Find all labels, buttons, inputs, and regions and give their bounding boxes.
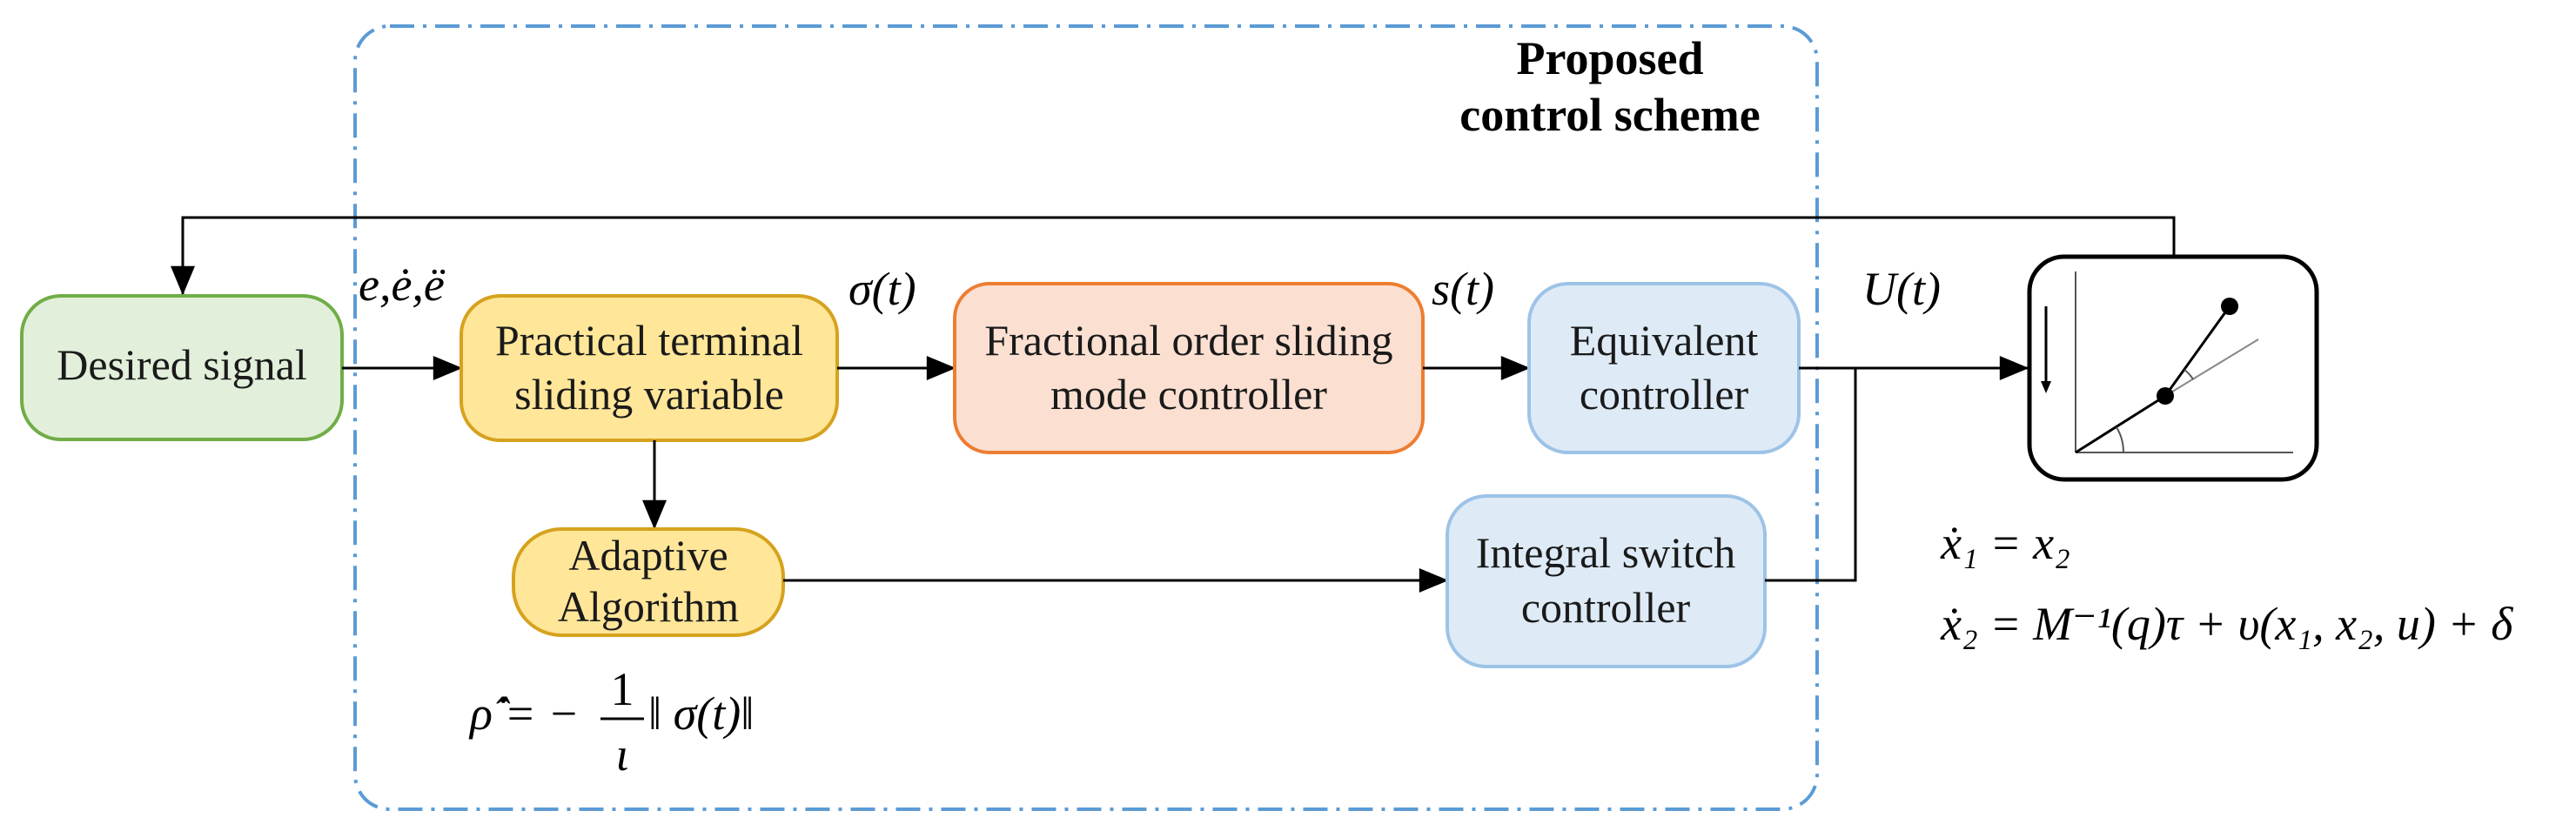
scheme-title-line2: control scheme [1459, 89, 1760, 141]
equivalent-label-line2: controller [1580, 370, 1749, 419]
svg-text:ρ̂̇ = −: ρ̂̇ = − [468, 687, 580, 740]
feedback-line [171, 216, 2176, 296]
ptsv-label-line2: sliding variable [514, 370, 784, 419]
proposed-scheme-boundary [353, 24, 1819, 811]
adaptive-law-equation: ρ̂̇ = − 1 ι ‖ σ(t)‖ [468, 663, 754, 781]
equivalent-label-line1: Equivalent [1570, 316, 1759, 365]
plant-block [2027, 254, 2319, 482]
adaptive-label-line2: Algorithm [558, 582, 739, 631]
scheme-title-line1: Proposed [1516, 32, 1703, 84]
equivalent-controller-block [1527, 282, 1801, 454]
state-equation-2: ẋ₂ = M⁻¹(q)τ + υ(x₁, x₂, u) + δ [1940, 598, 2513, 650]
integral-switch-controller-block [1446, 494, 1767, 668]
integral-output-line [1765, 368, 1857, 582]
fosmc-label-line2: mode controller [1050, 370, 1327, 419]
adaptive-label-line1: Adaptive [568, 531, 728, 580]
error-signal-label: e,ė,ë [359, 258, 446, 311]
u-signal-label: U(t) [1862, 263, 1941, 315]
ptsv-label-line1: Practical terminal [495, 316, 803, 365]
state-equation-1: ẋ₁ = x₂ [1940, 517, 2070, 569]
s-signal-label: s(t) [1432, 263, 1494, 315]
svg-text:1: 1 [611, 663, 634, 715]
fosmc-label-line1: Fractional order sliding [984, 316, 1392, 365]
sigma-signal-label: σ(t) [849, 263, 916, 315]
desired-signal-label: Desired signal [57, 340, 306, 389]
svg-text:‖ σ(t)‖: ‖ σ(t)‖ [648, 687, 754, 740]
adaptive-algorithm-block [512, 527, 785, 637]
integral-label-line2: controller [1521, 583, 1691, 632]
integral-label-line1: Integral switch [1476, 528, 1736, 577]
svg-text:ι: ι [615, 728, 628, 781]
fosmc-block [953, 282, 1425, 454]
